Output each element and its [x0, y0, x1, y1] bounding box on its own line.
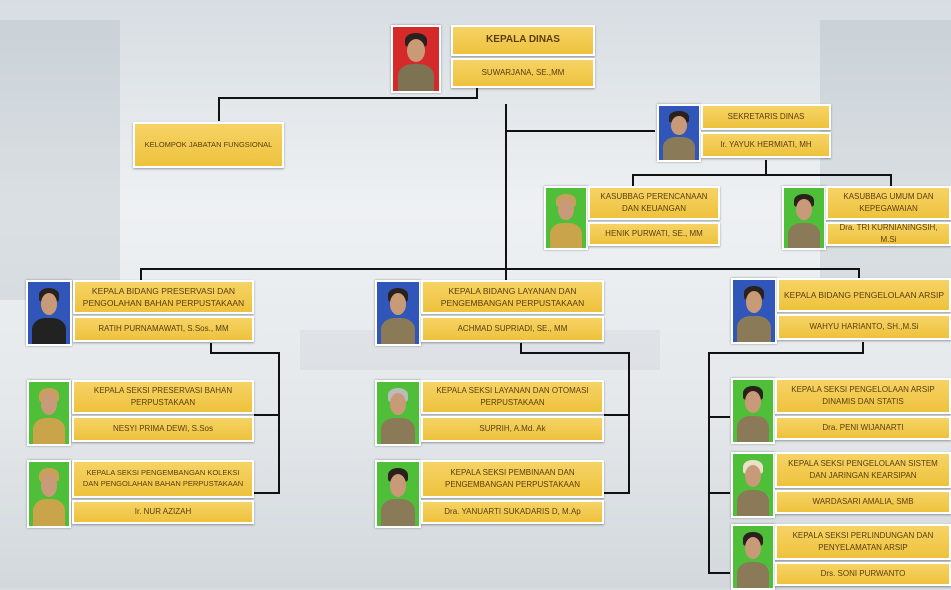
connector-line	[604, 414, 630, 416]
connector-line	[210, 352, 280, 354]
bidang-preservasi-name: RATIH PURNAMAWATI, S.Sos., MM	[73, 316, 254, 342]
connector-line	[505, 104, 507, 270]
seksi-perlindungan-title: KEPALA SEKSI PERLINDUNGAN DAN PENYELAMAT…	[775, 524, 951, 560]
seksi-preservasi-name: NESYI PRIMA DEWI, S.Sos	[72, 416, 254, 442]
avatar	[731, 452, 775, 518]
kasubbag-umum-title: KASUBBAG UMUM DAN KEPEGAWAIAN	[826, 186, 951, 220]
connector-line	[632, 174, 634, 186]
connector-line	[210, 343, 212, 353]
connector-line	[140, 268, 860, 270]
connector-line	[254, 492, 280, 494]
avatar	[731, 524, 775, 590]
connector-line	[505, 268, 507, 282]
seksi-dinamis-title: KEPALA SEKSI PENGELOLAAN ARSIP DINAMIS D…	[775, 378, 951, 414]
connector-line	[520, 352, 630, 354]
avatar	[26, 280, 72, 346]
connector-line	[140, 268, 142, 280]
connector-line	[708, 572, 730, 574]
connector-line	[254, 414, 280, 416]
connector-line	[890, 174, 892, 186]
head-name: SUWARJANA, SE.,MM	[451, 58, 595, 88]
seksi-koleksi-title: KEPALA SEKSI PENGEMBANGAN KOLEKSI DAN PE…	[72, 460, 254, 498]
avatar	[27, 380, 71, 446]
avatar	[375, 280, 421, 346]
bidang-arsip-title: KEPALA BIDANG PENGELOLAAN ARSIP	[777, 278, 951, 312]
background-shelf	[0, 20, 120, 300]
avatar	[375, 380, 421, 446]
connector-line	[708, 352, 864, 354]
avatar	[731, 278, 777, 344]
connector-line	[708, 492, 730, 494]
connector-line	[708, 416, 730, 418]
fungsional-box: KELOMPOK JABATAN FUNGSIONAL	[133, 122, 284, 168]
bidang-layanan-name: ACHMAD SUPRIADI, SE., MM	[421, 316, 604, 342]
seksi-dinamis-name: Dra. PENI WIJANARTI	[775, 416, 951, 440]
seksi-sistem-name: WARDASARI AMALIA, SMB	[775, 490, 951, 514]
kasubbag-umum-name: Dra. TRI KURNIANINGSIH, M.Si	[826, 222, 951, 246]
avatar	[731, 378, 775, 444]
sekretaris-title: SEKRETARIS DINAS	[701, 104, 831, 130]
connector-line	[708, 352, 710, 574]
connector-line	[278, 352, 280, 494]
connector-line	[632, 174, 892, 176]
avatar	[27, 460, 71, 528]
connector-line	[765, 160, 767, 175]
connector-line	[604, 492, 630, 494]
avatar	[391, 25, 441, 93]
kasubbag-perencanaan-name: HENIK PURWATI, SE., MM	[588, 222, 720, 246]
avatar	[782, 186, 826, 250]
seksi-pembinaan-title: KEPALA SEKSI PEMBINAAN DAN PENGEMBANGAN …	[421, 460, 604, 498]
connector-line	[628, 352, 630, 494]
seksi-layanan-title: KEPALA SEKSI LAYANAN DAN OTOMASI PERPUST…	[421, 380, 604, 414]
kasubbag-perencanaan-title: KASUBBAG PERENCANAAN DAN KEUANGAN	[588, 186, 720, 220]
connector-line	[476, 88, 478, 98]
avatar	[375, 460, 421, 528]
seksi-pembinaan-name: Dra. YANUARTI SUKADARIS D, M.Ap	[421, 500, 604, 524]
avatar	[544, 186, 588, 250]
bidang-arsip-name: WAHYU HARIANTO, SH.,M.Si	[777, 314, 951, 340]
connector-line	[520, 343, 522, 353]
sekretaris-name: Ir. YAYUK HERMIATI, MH	[701, 132, 831, 158]
connector-line	[218, 97, 478, 99]
head-title: KEPALA DINAS	[451, 25, 595, 56]
seksi-sistem-title: KEPALA SEKSI PENGELOLAAN SISTEM DAN JARI…	[775, 452, 951, 488]
bidang-layanan-title: KEPALA BIDANG LAYANAN DAN PENGEMBANGAN P…	[421, 280, 604, 314]
avatar	[657, 104, 701, 162]
connector-line	[858, 268, 860, 278]
connector-line	[505, 130, 655, 132]
bidang-preservasi-title: KEPALA BIDANG PRESERVASI DAN PENGOLAHAN …	[73, 280, 254, 314]
connector-line	[218, 97, 220, 121]
seksi-preservasi-title: KEPALA SEKSI PRESERVASI BAHAN PERPUSTAKA…	[72, 380, 254, 414]
seksi-koleksi-name: Ir. NUR AZIZAH	[72, 500, 254, 524]
seksi-perlindungan-name: Drs. SONI PURWANTO	[775, 562, 951, 586]
connector-line	[862, 342, 864, 354]
seksi-layanan-name: SUPRIH, A.Md. Ak	[421, 416, 604, 442]
